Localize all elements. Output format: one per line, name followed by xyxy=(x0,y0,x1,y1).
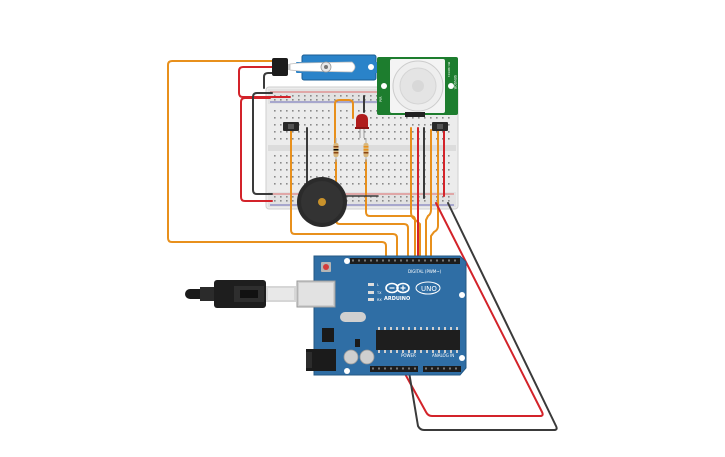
wire-button1-signal[interactable] xyxy=(290,127,398,263)
tx-led xyxy=(368,291,374,294)
arduino-logo-text: ARDUINO xyxy=(384,296,410,302)
l-led xyxy=(368,283,374,286)
microcontroller-chip xyxy=(376,330,460,350)
l-label: L xyxy=(377,283,379,287)
tx-label: TX xyxy=(376,291,382,295)
wire-button2-signal-b[interactable] xyxy=(425,129,432,263)
wire-led-signal[interactable] xyxy=(334,99,354,151)
usb-cable[interactable] xyxy=(185,280,296,308)
wire-servo-power[interactable] xyxy=(238,66,291,98)
wire-black-rail-left[interactable] xyxy=(252,92,273,195)
wire-pir-out[interactable] xyxy=(410,127,421,263)
resistor-1[interactable] xyxy=(333,138,339,162)
piezo-buzzer[interactable] xyxy=(297,177,347,227)
digital-header[interactable] xyxy=(350,258,460,264)
power-label: POWER xyxy=(401,353,416,358)
wire-gnd[interactable] xyxy=(408,202,558,431)
push-button-right[interactable] xyxy=(432,122,448,131)
red-led[interactable] xyxy=(355,114,369,138)
servo-motor[interactable] xyxy=(272,54,380,81)
arduino-model: UNO xyxy=(421,285,437,293)
pir-left-label: PIR xyxy=(379,96,383,102)
rx-label: RX xyxy=(377,298,382,302)
wire-servo-ground[interactable] xyxy=(263,72,280,89)
power-jack[interactable] xyxy=(306,349,336,371)
wire-servo-signal[interactable] xyxy=(167,60,387,263)
wire-red-rail-left[interactable] xyxy=(240,97,273,202)
arduino-uno-board[interactable]: L TX RX ARDUINO UNO DIGITAL (PWM~) POWER… xyxy=(296,255,467,376)
wire-button2-signal[interactable] xyxy=(430,129,439,263)
wire-5v[interactable] xyxy=(403,202,544,417)
push-button-left[interactable] xyxy=(283,122,299,131)
rx-led xyxy=(368,298,374,301)
pir-right-label: SENSOR xyxy=(453,75,457,90)
analog-header[interactable] xyxy=(423,366,461,372)
power-header[interactable] xyxy=(370,366,418,372)
arduino-logo xyxy=(385,281,441,295)
digital-label: DIGITAL (PWM~) xyxy=(408,269,442,274)
analog-label: ANALOG IN xyxy=(432,353,454,358)
header-pins xyxy=(352,259,457,370)
pir-sensor[interactable]: PIR SENSOR HC-SR501 xyxy=(377,57,458,117)
chip-pins xyxy=(378,327,458,353)
resistor-2[interactable] xyxy=(363,138,369,162)
pir-top-label: HC-SR501 xyxy=(447,62,451,77)
